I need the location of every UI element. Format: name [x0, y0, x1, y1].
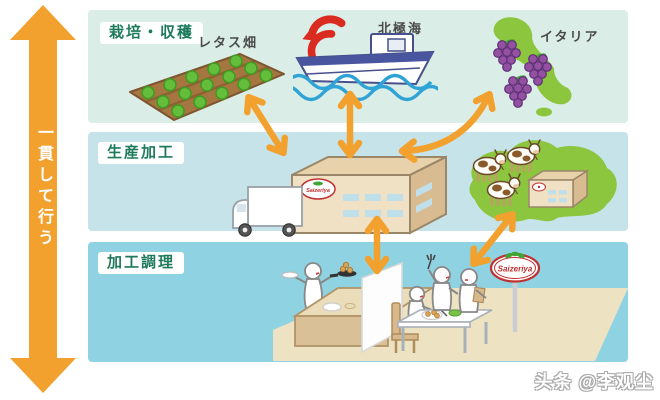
small-factory-building — [526, 169, 590, 209]
watermark: 头条 @李观尘 — [534, 372, 654, 392]
fishing-boat-illustration — [293, 15, 438, 102]
location-label-italy: イタリア — [540, 29, 600, 44]
frying-pan-icon — [337, 270, 357, 277]
fork-icon — [426, 254, 436, 270]
double-headed-arrow-shape — [10, 5, 76, 393]
location-label-lettuce-field: レタス畑 — [198, 35, 259, 50]
dining-table — [397, 304, 493, 353]
brand-logo-oval: Saizeriya — [300, 178, 336, 200]
stage-title-cooking: 加工調理 — [98, 252, 185, 274]
cook-figure — [281, 261, 357, 309]
lettuce-field-illustration — [129, 53, 285, 121]
stage-title-cultivation: 栽培・収穫 — [100, 22, 204, 44]
delivery-truck — [232, 186, 303, 237]
australia-cattle-illustration — [469, 138, 617, 222]
italy-map-illustration — [492, 17, 572, 117]
kitchen-restaurant-illustration: Saizeriya — [273, 251, 628, 361]
diner-fork-figure — [426, 254, 459, 311]
factory-truck-illustration: Saizeriya — [232, 155, 447, 237]
integrated-process-arrow — [10, 5, 76, 393]
waiter-figure — [458, 268, 487, 313]
factory-windows — [343, 182, 432, 217]
lettuce-icons — [141, 54, 273, 118]
location-label-arctic-ocean: 北極海 — [378, 21, 424, 36]
stage-title-production: 生産加工 — [98, 142, 185, 164]
factory-building: Saizeriya — [291, 155, 447, 235]
restaurant-sign-text: Saizeriya — [498, 265, 533, 274]
flow-arrow-label: 一貫して行う — [35, 124, 52, 250]
dining-chair — [391, 302, 419, 353]
svg-text:Saizeriya: Saizeriya — [306, 188, 330, 194]
